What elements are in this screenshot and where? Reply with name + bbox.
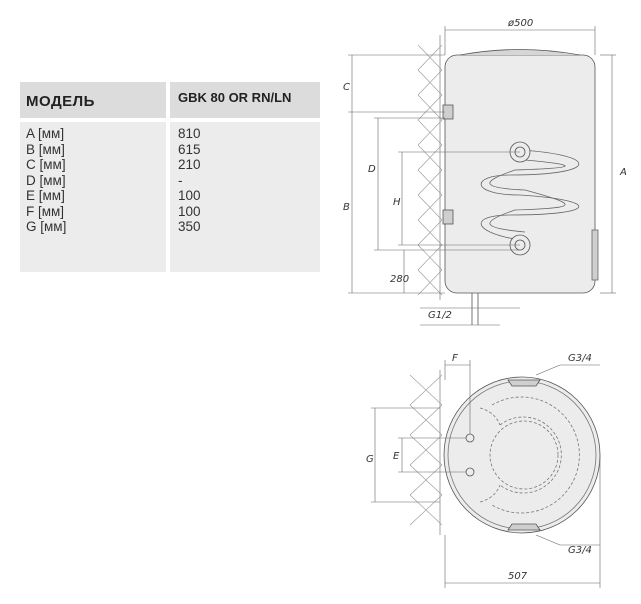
inner-element-top: [489, 420, 559, 490]
param-g: G [мм]: [26, 219, 67, 234]
tank-side-panel: [591, 229, 599, 281]
value-f: 100: [178, 203, 201, 219]
param-b: B [мм]: [26, 141, 65, 157]
dim-b-label: B: [343, 202, 350, 213]
dimension-lines-top: [371, 360, 601, 588]
dimension-lines-side: [348, 26, 616, 326]
header-product: GBK 80 OR RN/LN: [170, 82, 320, 118]
value-column: 810 615 210 - 100 100 350: [170, 122, 320, 272]
wall-hatch-side: [417, 35, 443, 300]
dim-e-label: E: [393, 451, 400, 462]
fitting-top: [507, 379, 541, 387]
tank-top-cap: [459, 49, 581, 56]
table-header: МОДЕЛЬ GBK 80 OR RN/LN: [20, 82, 320, 118]
bracket-bottom: [442, 209, 454, 225]
coil-outline-top: [491, 396, 580, 514]
tank-body-top: [443, 376, 601, 534]
value-e: 100: [178, 188, 201, 203]
value-d: -: [178, 172, 183, 188]
wall-hatch-top: [409, 370, 443, 535]
dim-280-label: 280: [390, 274, 409, 285]
dim-g34-top-label: G3/4: [568, 353, 592, 364]
value-g: 350: [178, 219, 201, 234]
dim-d-label: D: [368, 164, 376, 175]
table-body: A [мм] B [мм] C [мм] D [мм] E [мм] F [мм…: [20, 122, 320, 272]
tank-body-side: [444, 54, 596, 294]
param-c: C [мм]: [26, 157, 66, 172]
heating-coil: [480, 149, 580, 241]
dim-a-label: A: [619, 167, 627, 178]
dim-g12-label: G1/2: [428, 310, 452, 321]
value-a: 810: [178, 126, 201, 141]
dim-507-label: 507: [508, 571, 528, 582]
dim-g-label: G: [366, 454, 374, 465]
dim-diameter-label: ø500: [507, 18, 533, 29]
param-column: A [мм] B [мм] C [мм] D [мм] E [мм] F [мм…: [20, 122, 166, 272]
header-model: МОДЕЛЬ: [20, 82, 166, 118]
spec-table: МОДЕЛЬ GBK 80 OR RN/LN A [мм] B [мм] C […: [20, 82, 320, 272]
fitting-bottom: [507, 523, 541, 531]
drain-pipe: [471, 293, 479, 325]
dim-f-label: F: [452, 353, 458, 364]
dim-h-label: H: [393, 197, 401, 208]
value-b: 615: [178, 141, 201, 157]
dim-g34-bottom-label: G3/4: [568, 545, 592, 556]
param-e: E [мм]: [26, 188, 65, 203]
param-a: A [мм]: [26, 126, 65, 141]
param-f: F [мм]: [26, 203, 65, 219]
dim-c-label: C: [343, 82, 350, 93]
param-d: D [мм]: [26, 172, 66, 188]
value-c: 210: [178, 157, 201, 172]
